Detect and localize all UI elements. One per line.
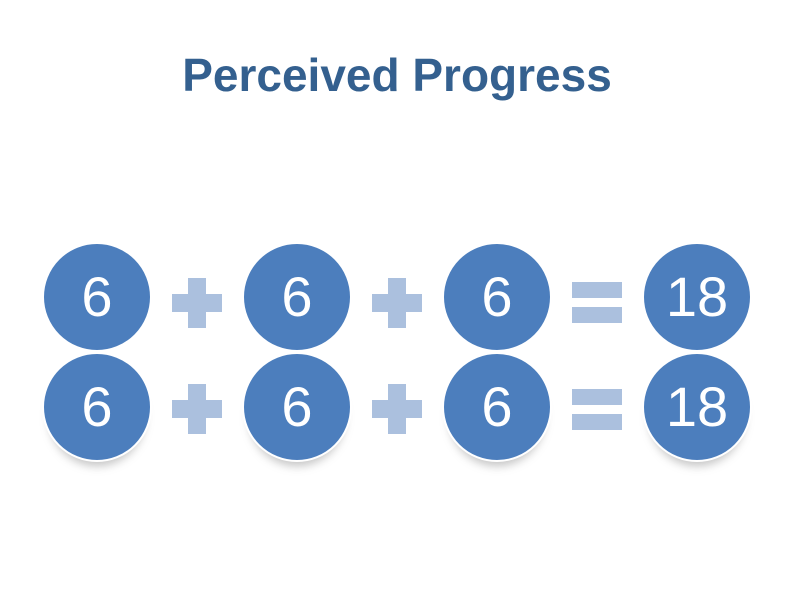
result-circle: 18	[642, 352, 752, 462]
plus-vertical-bar	[388, 384, 406, 434]
operand-circle: 6	[442, 242, 552, 352]
equals-top-bar	[572, 389, 622, 405]
plus-icon	[172, 278, 222, 328]
plus-icon	[172, 384, 222, 434]
result-value: 18	[665, 375, 729, 438]
equals-icon	[572, 389, 622, 430]
operand-circle: 6	[42, 352, 152, 462]
result-circle: 18	[642, 242, 752, 352]
equals-bottom-bar	[572, 414, 622, 430]
equals-icon	[572, 282, 622, 323]
result-value: 18	[665, 265, 729, 328]
operand-value: 6	[481, 375, 513, 438]
operand-circle: 6	[42, 242, 152, 352]
plus-vertical-bar	[388, 278, 406, 328]
operand-circle: 6	[242, 242, 352, 352]
plus-vertical-bar	[188, 278, 206, 328]
equals-top-bar	[572, 282, 622, 298]
operand-circle: 6	[242, 352, 352, 462]
operand-value: 6	[281, 265, 313, 328]
plus-icon	[372, 384, 422, 434]
operand-circle: 6	[442, 352, 552, 462]
operand-value: 6	[481, 265, 513, 328]
operand-value: 6	[81, 265, 113, 328]
operand-value: 6	[281, 375, 313, 438]
slide-title: Perceived Progress	[182, 49, 612, 101]
plus-icon	[372, 278, 422, 328]
operand-value: 6	[81, 375, 113, 438]
plus-vertical-bar	[188, 384, 206, 434]
equals-bottom-bar	[572, 307, 622, 323]
